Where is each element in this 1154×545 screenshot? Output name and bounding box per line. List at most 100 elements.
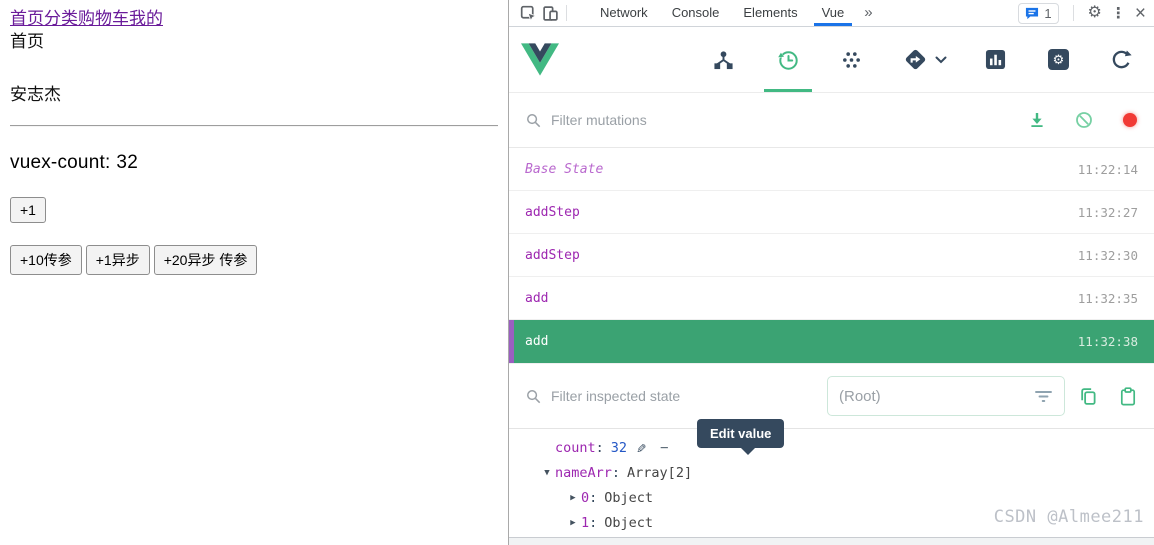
divider <box>566 5 567 21</box>
state-value: 32 <box>610 439 628 456</box>
state-inspector-bar: (Root) <box>509 363 1154 429</box>
filter-inspected-state-input[interactable] <box>551 388 815 404</box>
drawer-strip <box>509 537 1154 545</box>
mutation-name: addStep <box>525 247 580 263</box>
tab-elements[interactable]: Elements <box>743 5 798 20</box>
settings-gear-icon[interactable]: ⚙ <box>1087 4 1102 21</box>
vuex-history-tab-icon[interactable] <box>772 27 804 92</box>
mutation-name: add <box>525 290 549 306</box>
csdn-watermark: CSDN @Almee211 <box>993 507 1144 527</box>
colon: : <box>611 464 621 481</box>
decrement-icon[interactable]: − <box>660 439 669 456</box>
export-download-icon[interactable] <box>1029 112 1045 128</box>
performance-tab-icon[interactable] <box>981 27 1010 92</box>
state-tree: Edit value count: 32 ✎ − ▼ nameArr: Arra… <box>509 419 1154 537</box>
mutation-name: add <box>525 334 549 349</box>
mutation-time: 11:32:35 <box>1077 290 1138 306</box>
copy-state-icon[interactable] <box>1079 387 1098 406</box>
vuex-count-label: vuex-count: <box>10 152 111 173</box>
devtools-panel: Network Console Elements Vue » 1 ⚙ ⋮ × <box>508 0 1154 545</box>
events-tab-icon[interactable] <box>838 27 865 92</box>
nav-link-mine[interactable]: 我的 <box>129 9 163 28</box>
search-icon <box>526 113 541 128</box>
mutation-history-list: Base State 11:22:14 addStep 11:32:27 add… <box>509 148 1154 363</box>
more-tabs-chevron[interactable]: » <box>864 4 873 21</box>
state-value: Object <box>604 489 654 506</box>
vuex-count-value: 32 <box>116 152 138 173</box>
colon: : <box>589 489 598 506</box>
tab-network[interactable]: Network <box>600 5 648 20</box>
gear-icon: ⚙ <box>1052 52 1065 67</box>
edit-pencil-icon[interactable]: ✎ <box>637 438 647 457</box>
search-icon <box>526 389 541 404</box>
state-row-child-0[interactable]: ▶ 0: Object <box>509 485 1154 510</box>
mutation-row-base-state[interactable]: Base State 11:22:14 <box>509 148 1154 191</box>
state-row-count[interactable]: count: 32 ✎ − <box>509 435 1154 460</box>
chevron-collapsed-icon[interactable]: ▶ <box>570 517 576 528</box>
mutation-row-selected[interactable]: add 11:32:38 <box>509 320 1154 363</box>
plus-one-button[interactable]: +1 <box>10 197 46 223</box>
components-tab-icon[interactable] <box>709 27 738 92</box>
mutation-row[interactable]: addStep 11:32:27 <box>509 191 1154 234</box>
nav-link-category[interactable]: 分类 <box>44 9 78 28</box>
mutation-name: addStep <box>525 204 580 220</box>
clear-log-ban-icon[interactable] <box>1075 111 1093 129</box>
close-devtools-icon[interactable]: × <box>1134 2 1146 24</box>
app-page: 首页分类购物车我的 首页 安志杰 vuex-count:32 +1 +10传参 … <box>0 0 508 545</box>
nav-links: 首页分类购物车我的 <box>10 8 498 30</box>
username-text: 安志杰 <box>10 85 61 104</box>
root-module-select[interactable]: (Root) <box>827 376 1065 416</box>
vuex-count-line: vuex-count:32 <box>10 152 498 174</box>
nav-link-cart[interactable]: 购物车 <box>78 9 129 28</box>
mutation-time: 11:32:30 <box>1077 247 1138 263</box>
state-key: nameArr <box>555 464 612 481</box>
nav-link-home[interactable]: 首页 <box>10 9 44 28</box>
edit-value-tooltip: Edit value <box>697 419 785 455</box>
state-row-namearr[interactable]: ▼ nameArr: Array[2] <box>509 460 1154 485</box>
state-key: count <box>555 439 596 456</box>
tab-console[interactable]: Console <box>671 5 720 20</box>
chevron-expanded-icon[interactable]: ▼ <box>544 467 550 478</box>
state-key: 0 <box>581 489 590 506</box>
current-route-label: 首页 <box>10 32 44 51</box>
state-value: Object <box>604 514 654 531</box>
mutation-time: 11:22:14 <box>1077 161 1138 177</box>
inspect-element-icon[interactable] <box>517 2 539 24</box>
routing-tab-icon[interactable] <box>899 47 928 72</box>
chevron-down-icon[interactable] <box>935 56 947 64</box>
mutation-time: 11:32:27 <box>1077 204 1138 220</box>
chevron-collapsed-icon[interactable]: ▶ <box>570 492 576 503</box>
plus-twenty-async-param-button[interactable]: +20异步 传参 <box>153 245 258 275</box>
recording-toggle-icon[interactable] <box>1123 113 1137 127</box>
device-toolbar-icon[interactable] <box>539 2 561 24</box>
plus-one-async-button[interactable]: +1异步 <box>85 245 150 275</box>
vue-devtools-toolbar: ⚙ <box>509 27 1154 93</box>
filter-mutations-bar <box>509 93 1154 148</box>
console-bubble-icon <box>1026 7 1039 19</box>
root-module-value: (Root) <box>839 387 881 405</box>
filter-lines-icon <box>1034 389 1053 404</box>
devtools-tabs: Network Console Elements Vue » <box>588 0 881 26</box>
mutation-row[interactable]: addStep 11:32:30 <box>509 234 1154 277</box>
divider <box>1072 5 1074 21</box>
vue-settings-tab-icon[interactable]: ⚙ <box>1044 27 1073 92</box>
state-value: Array[2] <box>627 464 693 481</box>
colon: : <box>595 439 604 456</box>
console-message-badge[interactable]: 1 <box>1018 2 1059 24</box>
colon: : <box>589 514 598 531</box>
console-badge-count: 1 <box>1044 5 1052 21</box>
divider <box>10 125 498 127</box>
filter-mutations-input[interactable] <box>551 112 1019 128</box>
state-key: 1 <box>581 514 590 531</box>
devtools-topbar: Network Console Elements Vue » 1 ⚙ ⋮ × <box>509 0 1154 27</box>
state-row-child-1[interactable]: ▶ 1: Object <box>509 510 1154 535</box>
mutation-name: Base State <box>525 161 604 177</box>
mutation-time: 11:32:38 <box>1077 334 1138 349</box>
refresh-icon[interactable] <box>1107 27 1136 92</box>
tab-vue[interactable]: Vue <box>810 0 857 26</box>
paste-clipboard-icon[interactable] <box>1119 386 1137 406</box>
plus-ten-param-button[interactable]: +10传参 <box>10 245 82 275</box>
kebab-menu-icon[interactable]: ⋮ <box>1110 4 1126 22</box>
mutation-row[interactable]: add 11:32:35 <box>509 277 1154 320</box>
vue-logo <box>521 43 559 76</box>
